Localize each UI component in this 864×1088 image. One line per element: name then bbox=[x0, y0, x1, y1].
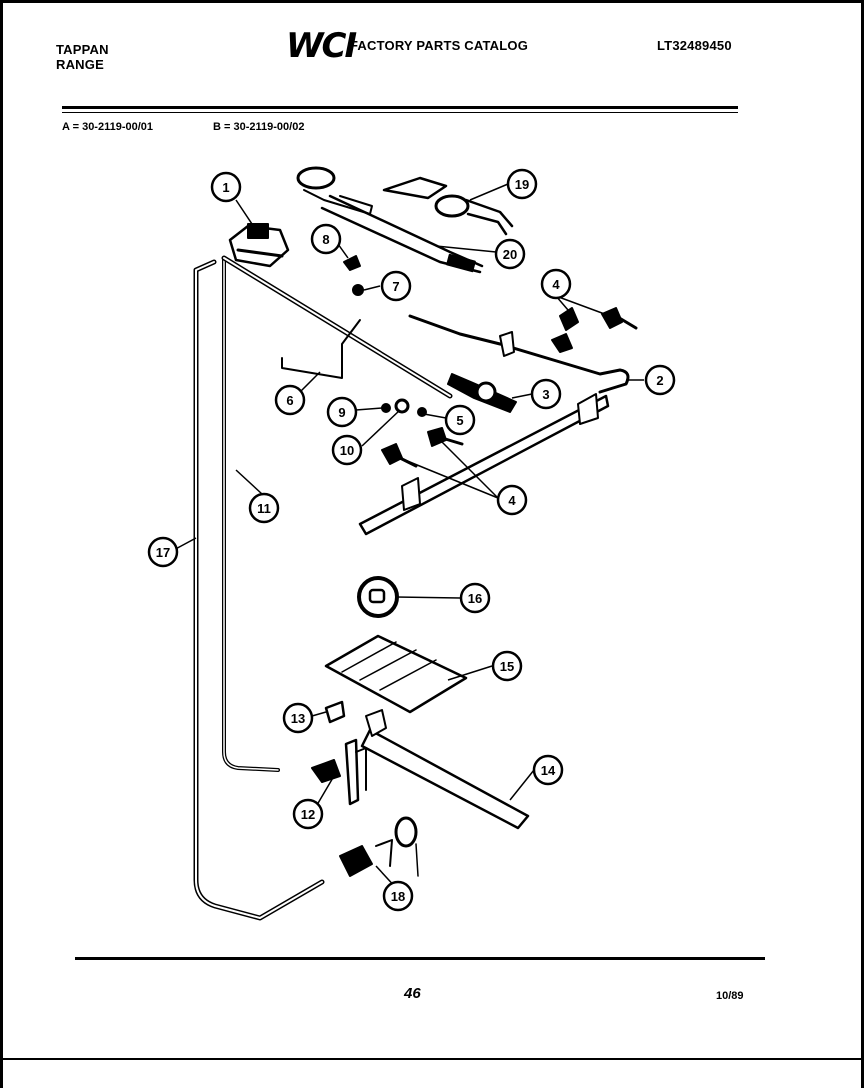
part-1-regulator bbox=[228, 223, 290, 268]
callout-16-label: 16 bbox=[468, 591, 482, 606]
callout-14: 14 bbox=[532, 754, 564, 786]
callout-6-label: 6 bbox=[286, 393, 293, 408]
part-10-fitting bbox=[394, 398, 410, 414]
callout-markers: 1 2 3 4 4 5 6 7 8 9 10 11 12 13 14 15 16… bbox=[147, 168, 676, 912]
callout-11: 11 bbox=[248, 492, 280, 524]
callout-2-label: 2 bbox=[656, 373, 663, 388]
callout-6: 6 bbox=[274, 384, 306, 416]
part-9-fitting bbox=[381, 403, 391, 413]
callout-19-label: 19 bbox=[515, 177, 529, 192]
callout-9: 9 bbox=[326, 396, 358, 428]
brand-line-1: TAPPAN bbox=[56, 42, 109, 57]
callout-20-label: 20 bbox=[503, 247, 517, 262]
wci-logo: WCI bbox=[286, 26, 357, 66]
callout-1-label: 1 bbox=[222, 180, 229, 195]
part-18-ignitor bbox=[339, 816, 419, 877]
callout-17-label: 17 bbox=[156, 545, 170, 560]
callout-4-bottom: 4 bbox=[496, 484, 528, 516]
catalog-title: FACTORY PARTS CATALOG bbox=[350, 38, 529, 53]
callout-20: 20 bbox=[494, 238, 526, 270]
footer-rule bbox=[75, 957, 765, 960]
callout-12-label: 12 bbox=[301, 807, 315, 822]
header-rule-thin bbox=[62, 112, 738, 113]
callout-5: 5 bbox=[444, 404, 476, 436]
callout-2: 2 bbox=[644, 364, 676, 396]
callout-4a-label: 4 bbox=[552, 277, 560, 292]
manifold-rail bbox=[358, 393, 610, 536]
callout-1: 1 bbox=[210, 171, 242, 203]
part-6-tube bbox=[281, 319, 361, 379]
part-7-orifice bbox=[352, 284, 364, 296]
part-3-valve bbox=[447, 373, 517, 413]
callout-10-label: 10 bbox=[340, 443, 354, 458]
callout-7: 7 bbox=[380, 270, 412, 302]
callout-11-label: 11 bbox=[257, 501, 271, 516]
callout-15-label: 15 bbox=[500, 659, 514, 674]
brand-block: TAPPAN RANGE bbox=[56, 42, 109, 72]
callout-8-label: 8 bbox=[322, 232, 329, 247]
callout-8: 8 bbox=[310, 223, 342, 255]
part-15-baffle bbox=[324, 634, 468, 714]
part-20-burner-tube bbox=[296, 166, 484, 274]
callout-5-label: 5 bbox=[456, 413, 463, 428]
callout-4-top: 4 bbox=[540, 268, 572, 300]
part-4-valves-bottom bbox=[381, 427, 464, 468]
callout-19: 19 bbox=[506, 168, 538, 200]
part-16-grommet bbox=[357, 576, 399, 618]
callout-14-label: 14 bbox=[541, 763, 556, 778]
callout-7-label: 7 bbox=[392, 279, 399, 294]
brand-line-2: RANGE bbox=[56, 57, 104, 72]
callout-3-label: 3 bbox=[542, 387, 549, 402]
part-13-bracket bbox=[324, 700, 346, 724]
variant-a: A = 30-2119-00/01 bbox=[62, 121, 154, 133]
part-8-clip bbox=[343, 255, 361, 271]
callout-15: 15 bbox=[491, 650, 523, 682]
callout-17: 17 bbox=[147, 536, 179, 568]
callout-10: 10 bbox=[331, 434, 363, 466]
part-4-valves-top bbox=[551, 307, 638, 353]
page-bottom-rule bbox=[0, 1058, 864, 1060]
header-rule-thick bbox=[62, 106, 738, 109]
callout-4b-label: 4 bbox=[508, 493, 516, 508]
callout-9-label: 9 bbox=[338, 405, 345, 420]
callout-13-label: 13 bbox=[291, 711, 305, 726]
callout-3: 3 bbox=[530, 378, 562, 410]
part-12-valve bbox=[311, 738, 367, 806]
part-14-broil-burner bbox=[360, 709, 530, 830]
part-2-tube bbox=[408, 314, 630, 394]
callout-18-label: 18 bbox=[391, 889, 405, 904]
model-number: LT32489450 bbox=[657, 38, 732, 53]
page-number: 46 bbox=[404, 985, 421, 1002]
part-19-burner bbox=[382, 176, 514, 236]
leader-lines bbox=[169, 183, 644, 891]
callout-16: 16 bbox=[459, 582, 491, 614]
revision-date: 10/89 bbox=[716, 990, 744, 1002]
callout-13: 13 bbox=[282, 702, 314, 734]
variant-b: B = 30-2119-00/02 bbox=[213, 121, 305, 133]
callout-18: 18 bbox=[382, 880, 414, 912]
callout-12: 12 bbox=[292, 798, 324, 830]
